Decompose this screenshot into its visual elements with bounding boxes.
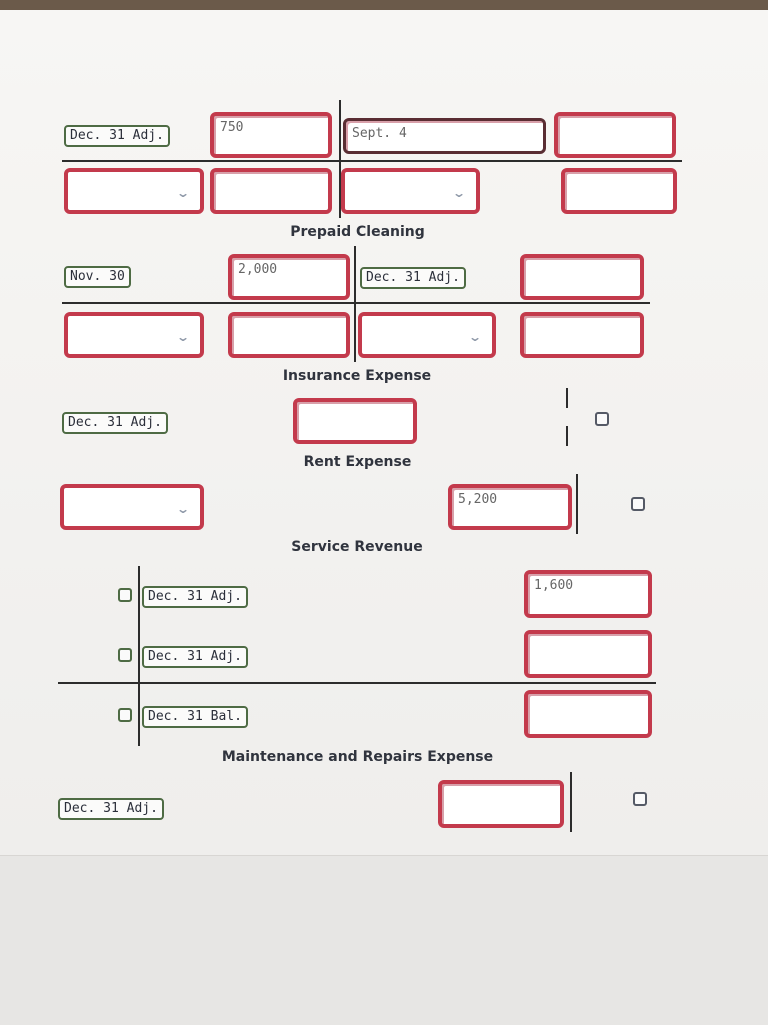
- desk-surface: [0, 855, 768, 1025]
- credit-date-select[interactable]: ⌄: [358, 312, 496, 358]
- credit-amount-field[interactable]: [520, 312, 644, 358]
- amount-field[interactable]: [438, 780, 564, 828]
- t-account-divider: [570, 772, 572, 832]
- credit-date-field[interactable]: Sept. 4: [343, 118, 546, 154]
- t-account-divider: [138, 566, 140, 746]
- credit-amount-field[interactable]: [554, 112, 676, 158]
- checkbox-icon[interactable]: [118, 588, 132, 602]
- t-account-divider: [566, 388, 568, 408]
- t-account-divider: [576, 474, 578, 534]
- chevron-down-icon: ⌄: [175, 186, 191, 200]
- date-label: Dec. 31 Adj.: [58, 798, 164, 820]
- chevron-down-icon: ⌄: [175, 330, 191, 344]
- debit-date-select[interactable]: ⌄: [64, 168, 204, 214]
- chevron-down-icon: ⌄: [175, 502, 191, 516]
- checkbox-icon[interactable]: [633, 792, 647, 806]
- credit-date-select[interactable]: ⌄: [341, 168, 480, 214]
- debit-date-select[interactable]: ⌄: [64, 312, 204, 358]
- debit-amount-field[interactable]: 750: [210, 112, 332, 158]
- date-label: Dec. 31 Adj.: [142, 646, 248, 668]
- t-account-rule: [58, 682, 656, 684]
- t-account-divider: [566, 426, 568, 446]
- account-title: Prepaid Cleaning: [290, 224, 425, 240]
- t-account-divider: [354, 246, 356, 362]
- t-account-rule: [62, 160, 682, 162]
- t-account-divider: [339, 100, 341, 218]
- debit-amount-field[interactable]: [210, 168, 332, 214]
- credit-amount-field[interactable]: [520, 254, 644, 300]
- checkbox-icon[interactable]: [631, 497, 645, 511]
- account-title: Maintenance and Repairs Expense: [221, 749, 494, 765]
- credit-amount-field[interactable]: 5,200: [448, 484, 572, 530]
- amount-field[interactable]: [524, 630, 652, 678]
- debit-amount-field[interactable]: [228, 312, 350, 358]
- account-title: Rent Expense: [303, 454, 412, 470]
- account-title: Service Revenue: [291, 539, 423, 555]
- desk-edge: [0, 0, 768, 12]
- amount-field[interactable]: [293, 398, 417, 444]
- t-account-rule: [62, 302, 650, 304]
- account-title: Insurance Expense: [282, 368, 432, 384]
- debit-amount-field[interactable]: 2,000: [228, 254, 350, 300]
- chevron-down-icon: ⌄: [467, 330, 483, 344]
- credit-date-label: Dec. 31 Adj.: [360, 267, 466, 289]
- date-label: Dec. 31 Adj.: [64, 125, 170, 147]
- credit-amount-field[interactable]: [561, 168, 677, 214]
- balance-label: Dec. 31 Bal.: [142, 706, 248, 728]
- date-label: Dec. 31 Adj.: [62, 412, 168, 434]
- checkbox-icon[interactable]: [595, 412, 609, 426]
- amount-field[interactable]: 1,600: [524, 570, 652, 618]
- debit-date-select[interactable]: ⌄: [60, 484, 204, 530]
- chevron-down-icon: ⌄: [451, 186, 467, 200]
- checkbox-icon[interactable]: [118, 708, 132, 722]
- checkbox-icon[interactable]: [118, 648, 132, 662]
- date-label: Dec. 31 Adj.: [142, 586, 248, 608]
- balance-amount-field[interactable]: [524, 690, 652, 738]
- date-label: Nov. 30: [64, 266, 131, 288]
